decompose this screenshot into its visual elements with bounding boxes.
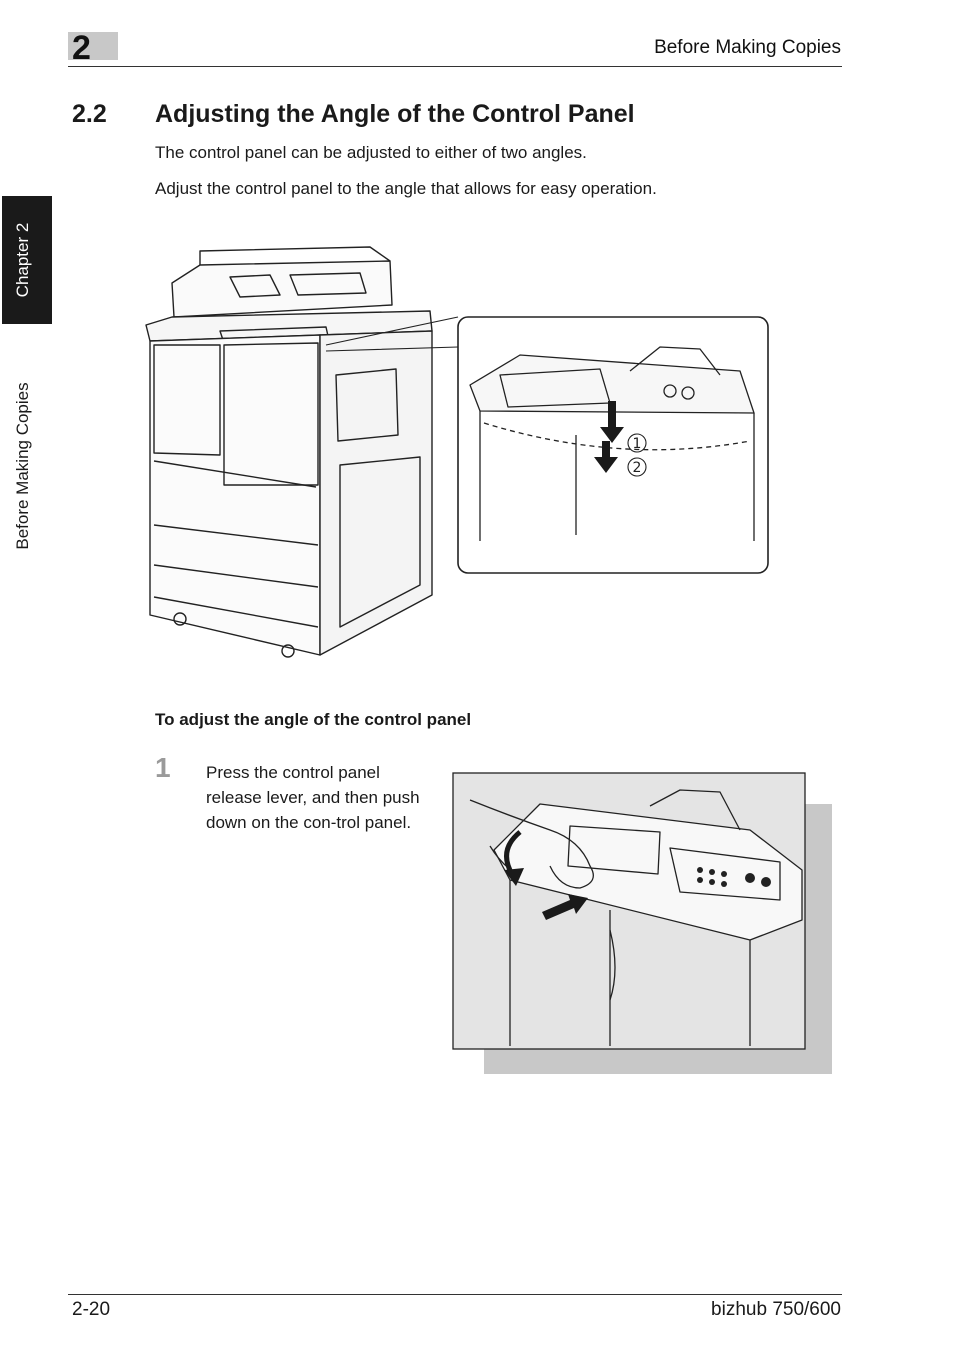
step-text: Press the control panel release lever, a…: [206, 763, 420, 832]
section-number: 2.2: [72, 100, 107, 128]
chapter-number: 2: [72, 29, 91, 67]
header-divider: [68, 66, 842, 67]
release-lever-illustration: [452, 772, 832, 1074]
header-title: Before Making Copies: [654, 37, 841, 58]
intro-paragraph: The control panel can be adjusted to eit…: [155, 143, 587, 162]
copier-illustration: 1 2: [145, 246, 769, 658]
callout-2: 2: [633, 460, 642, 476]
procedure-title: To adjust the angle of the control panel: [155, 710, 472, 729]
footer-divider: [68, 1294, 842, 1295]
section-title: Adjusting the Angle of the Control Panel: [155, 100, 635, 128]
step-number: 1: [155, 752, 171, 783]
side-section-label: Before Making Copies: [13, 382, 32, 550]
callout-1: 1: [633, 436, 642, 452]
page-number: 2-20: [72, 1299, 111, 1320]
product-name: bizhub 750/600: [711, 1299, 841, 1320]
side-chapter-tab: [2, 196, 52, 324]
side-chapter-label: Chapter 2: [13, 222, 32, 298]
intro-paragraph: Adjust the control panel to the angle th…: [155, 179, 657, 198]
chapter-block: [68, 32, 118, 60]
